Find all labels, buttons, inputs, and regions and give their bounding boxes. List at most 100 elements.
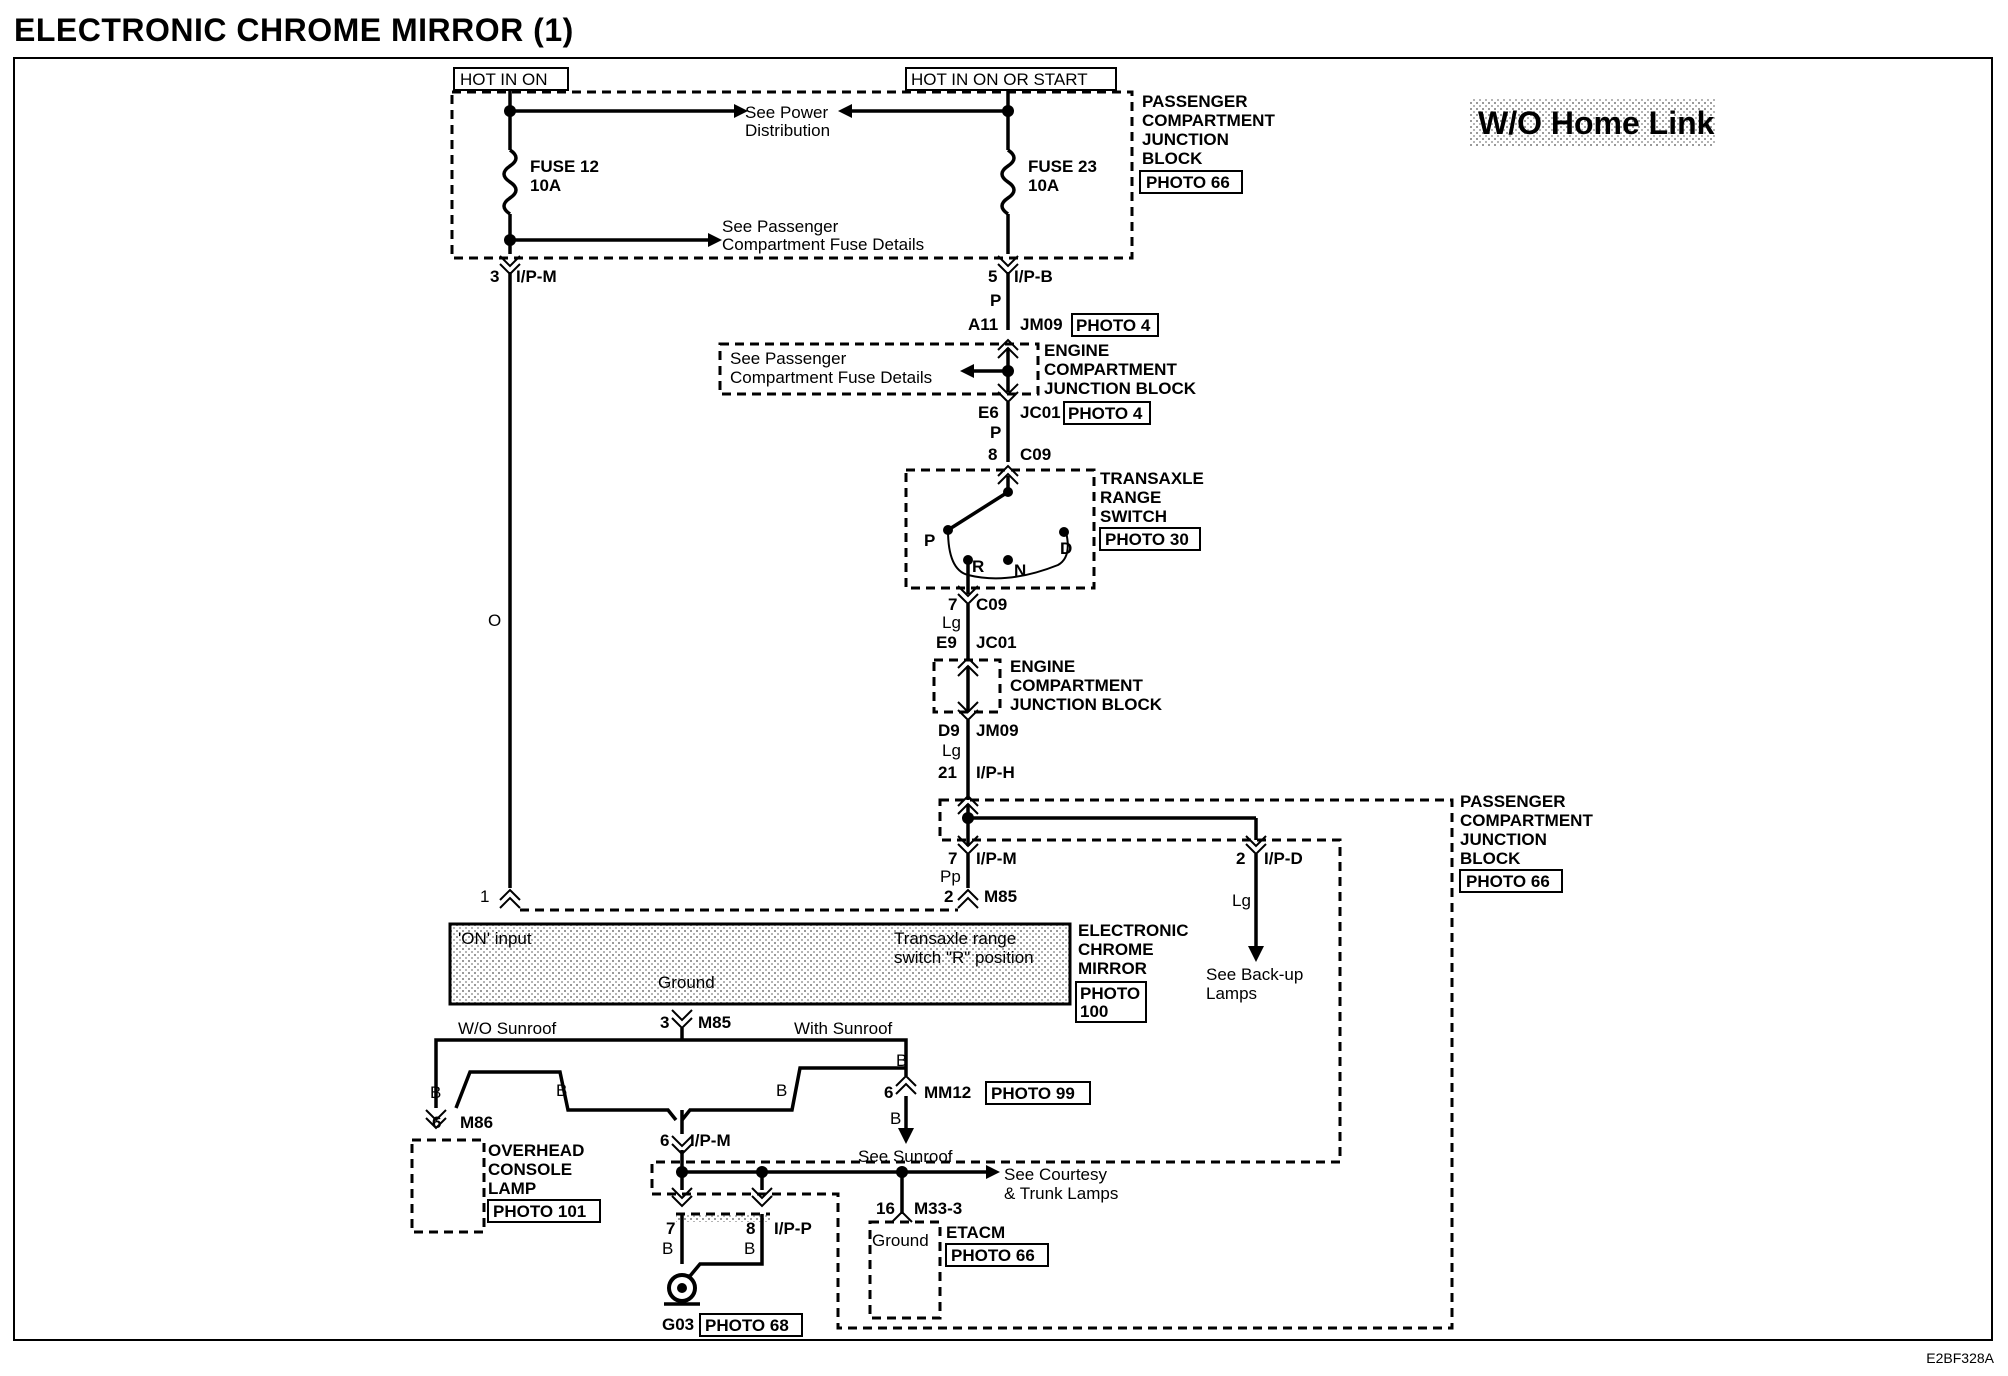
mm12-name: MM12 xyxy=(924,1083,971,1102)
g03-photo: PHOTO 68 xyxy=(705,1316,789,1335)
m85-pin1: 1 xyxy=(480,887,489,906)
ecjb-bot-line3: JUNCTION BLOCK xyxy=(1010,695,1163,714)
ecjb-top-line1: ENGINE xyxy=(1044,341,1109,360)
mirror-line1: ELECTRONIC xyxy=(1078,921,1189,940)
jc01-top-pin: E6 xyxy=(978,403,999,422)
wire-color-b-mm12-bot: B xyxy=(890,1109,901,1128)
wire-color-lg1: Lg xyxy=(942,613,961,632)
m333-name: M33-3 xyxy=(914,1199,962,1218)
pcjb-right-line1: PASSENGER xyxy=(1460,792,1566,811)
etacm-ground: Ground xyxy=(872,1231,929,1250)
ecjb-bot-line2: COMPARTMENT xyxy=(1010,676,1143,695)
fuse-23-rating: 10A xyxy=(1028,176,1059,195)
see-power-2: Distribution xyxy=(745,121,830,140)
see-sunroof: See Sunroof xyxy=(858,1147,953,1166)
m333-pin: 16 xyxy=(876,1199,895,1218)
backup-line1: See Back-up xyxy=(1206,965,1303,984)
overhead-line2: CONSOLE xyxy=(488,1160,572,1179)
mirror-line2: CHROME xyxy=(1078,940,1154,959)
ecjb-bot-line1: ENGINE xyxy=(1010,657,1075,676)
m85-gnd-pin: 3 xyxy=(660,1013,669,1032)
pcjb-right-photo: PHOTO 66 xyxy=(1466,872,1550,891)
ipb-name: I/P-B xyxy=(1014,267,1053,286)
c09-top-name: C09 xyxy=(1020,445,1051,464)
pcjb-top-box xyxy=(450,90,1134,260)
variant-badge xyxy=(1470,98,1716,146)
mirror-on-input: 'ON' input xyxy=(458,929,532,948)
wire-color-b-mm12-top: B xyxy=(896,1051,907,1070)
transaxle-line3: SWITCH xyxy=(1100,507,1167,526)
transaxle-photo: PHOTO 30 xyxy=(1105,530,1189,549)
c09-top-pin: 8 xyxy=(988,445,997,464)
fuse-12-rating: 10A xyxy=(530,176,561,195)
transaxle-switch-arm xyxy=(947,490,1009,532)
ipp-pin8: 8 xyxy=(746,1219,755,1238)
overhead-photo: PHOTO 101 xyxy=(493,1202,586,1221)
m85-gnd-name: M85 xyxy=(698,1013,731,1032)
hot-in-on-label: HOT IN ON xyxy=(460,70,548,89)
ecjb-top-box xyxy=(718,342,1040,396)
etacm-photo: PHOTO 66 xyxy=(951,1246,1035,1265)
m85-top-name: M85 xyxy=(984,887,1017,906)
pcjb-right-line2: COMPARTMENT xyxy=(1460,811,1593,830)
courtesy-line2: & Trunk Lamps xyxy=(1004,1184,1118,1203)
pos-r: R xyxy=(972,557,984,576)
wire-color-b-ipp7: B xyxy=(662,1239,673,1258)
fuse-12-symbol xyxy=(502,148,518,216)
m86-name: M86 xyxy=(460,1113,493,1132)
iph-pin: 21 xyxy=(938,763,957,782)
jm09-bot-name: JM09 xyxy=(976,721,1019,740)
wire-color-b-left-mid: B xyxy=(556,1081,567,1100)
mirror-ground: Ground xyxy=(658,973,715,992)
transaxle-switch-box xyxy=(904,468,1096,590)
pcjb-top-line3: JUNCTION xyxy=(1142,130,1229,149)
transaxle-line1: TRANSAXLE xyxy=(1100,469,1204,488)
ecjb-top-line2: COMPARTMENT xyxy=(1044,360,1177,379)
wire-color-pp: Pp xyxy=(940,867,961,886)
wire-color-b-right-mid: B xyxy=(776,1081,787,1100)
fuse-23-name: FUSE 23 xyxy=(1028,157,1097,176)
see-fuse-1: See Passenger xyxy=(722,217,839,236)
c09-bot-pin: 7 xyxy=(948,595,957,614)
mirror-line3: MIRROR xyxy=(1078,959,1147,978)
c09-bot-name: C09 xyxy=(976,595,1007,614)
mirror-photo-1: PHOTO xyxy=(1080,984,1140,1003)
jc01-bot-name: JC01 xyxy=(976,633,1017,652)
pcjb-top-line1: PASSENGER xyxy=(1142,92,1248,111)
ipd-name: I/P-D xyxy=(1264,849,1303,868)
wire-color-p1: P xyxy=(990,291,1001,310)
pcjb-top-line4: BLOCK xyxy=(1142,149,1203,168)
ipb-pin: 5 xyxy=(988,267,997,286)
courtesy-line1: See Courtesy xyxy=(1004,1165,1107,1184)
overhead-line1: OVERHEAD xyxy=(488,1141,584,1160)
wire-color-lg2: Lg xyxy=(942,741,961,760)
overhead-lamp-box xyxy=(410,1138,486,1234)
pos-p: P xyxy=(924,531,935,550)
ipm-mid-name: I/P-M xyxy=(976,849,1017,868)
mirror-trans-2: switch "R" position xyxy=(894,948,1034,967)
wire-color-o: O xyxy=(488,611,501,630)
jm09-bot-pin: D9 xyxy=(938,721,960,740)
wire-color-b-ipp8: B xyxy=(744,1239,755,1258)
ipp-name: I/P-P xyxy=(774,1219,812,1238)
see-power-1: See Power xyxy=(745,103,828,122)
m85-pin2: 2 xyxy=(944,887,953,906)
pos-d: D xyxy=(1060,539,1072,558)
pcjb-right-line4: BLOCK xyxy=(1460,849,1521,868)
without-sunroof: W/O Sunroof xyxy=(458,1019,557,1038)
pcjb-right-box xyxy=(650,798,1454,1330)
pos-n: N xyxy=(1014,561,1026,580)
pcjb-top-line2: COMPARTMENT xyxy=(1142,111,1275,130)
wire-color-b-m86: B xyxy=(430,1083,441,1102)
wire-color-p2: P xyxy=(990,423,1001,442)
jc01-top-name: JC01 xyxy=(1020,403,1061,422)
ipm-left-name: I/P-M xyxy=(516,267,557,286)
jm09-top-pin: A11 xyxy=(968,315,998,334)
g03-name: G03 xyxy=(662,1315,694,1334)
ipm-mid-pin: 7 xyxy=(948,849,957,868)
with-sunroof: With Sunroof xyxy=(794,1019,893,1038)
fuse-23-symbol xyxy=(1000,148,1016,216)
ipp-pin7: 7 xyxy=(666,1219,675,1238)
hot-in-on-start-box xyxy=(905,67,1117,91)
